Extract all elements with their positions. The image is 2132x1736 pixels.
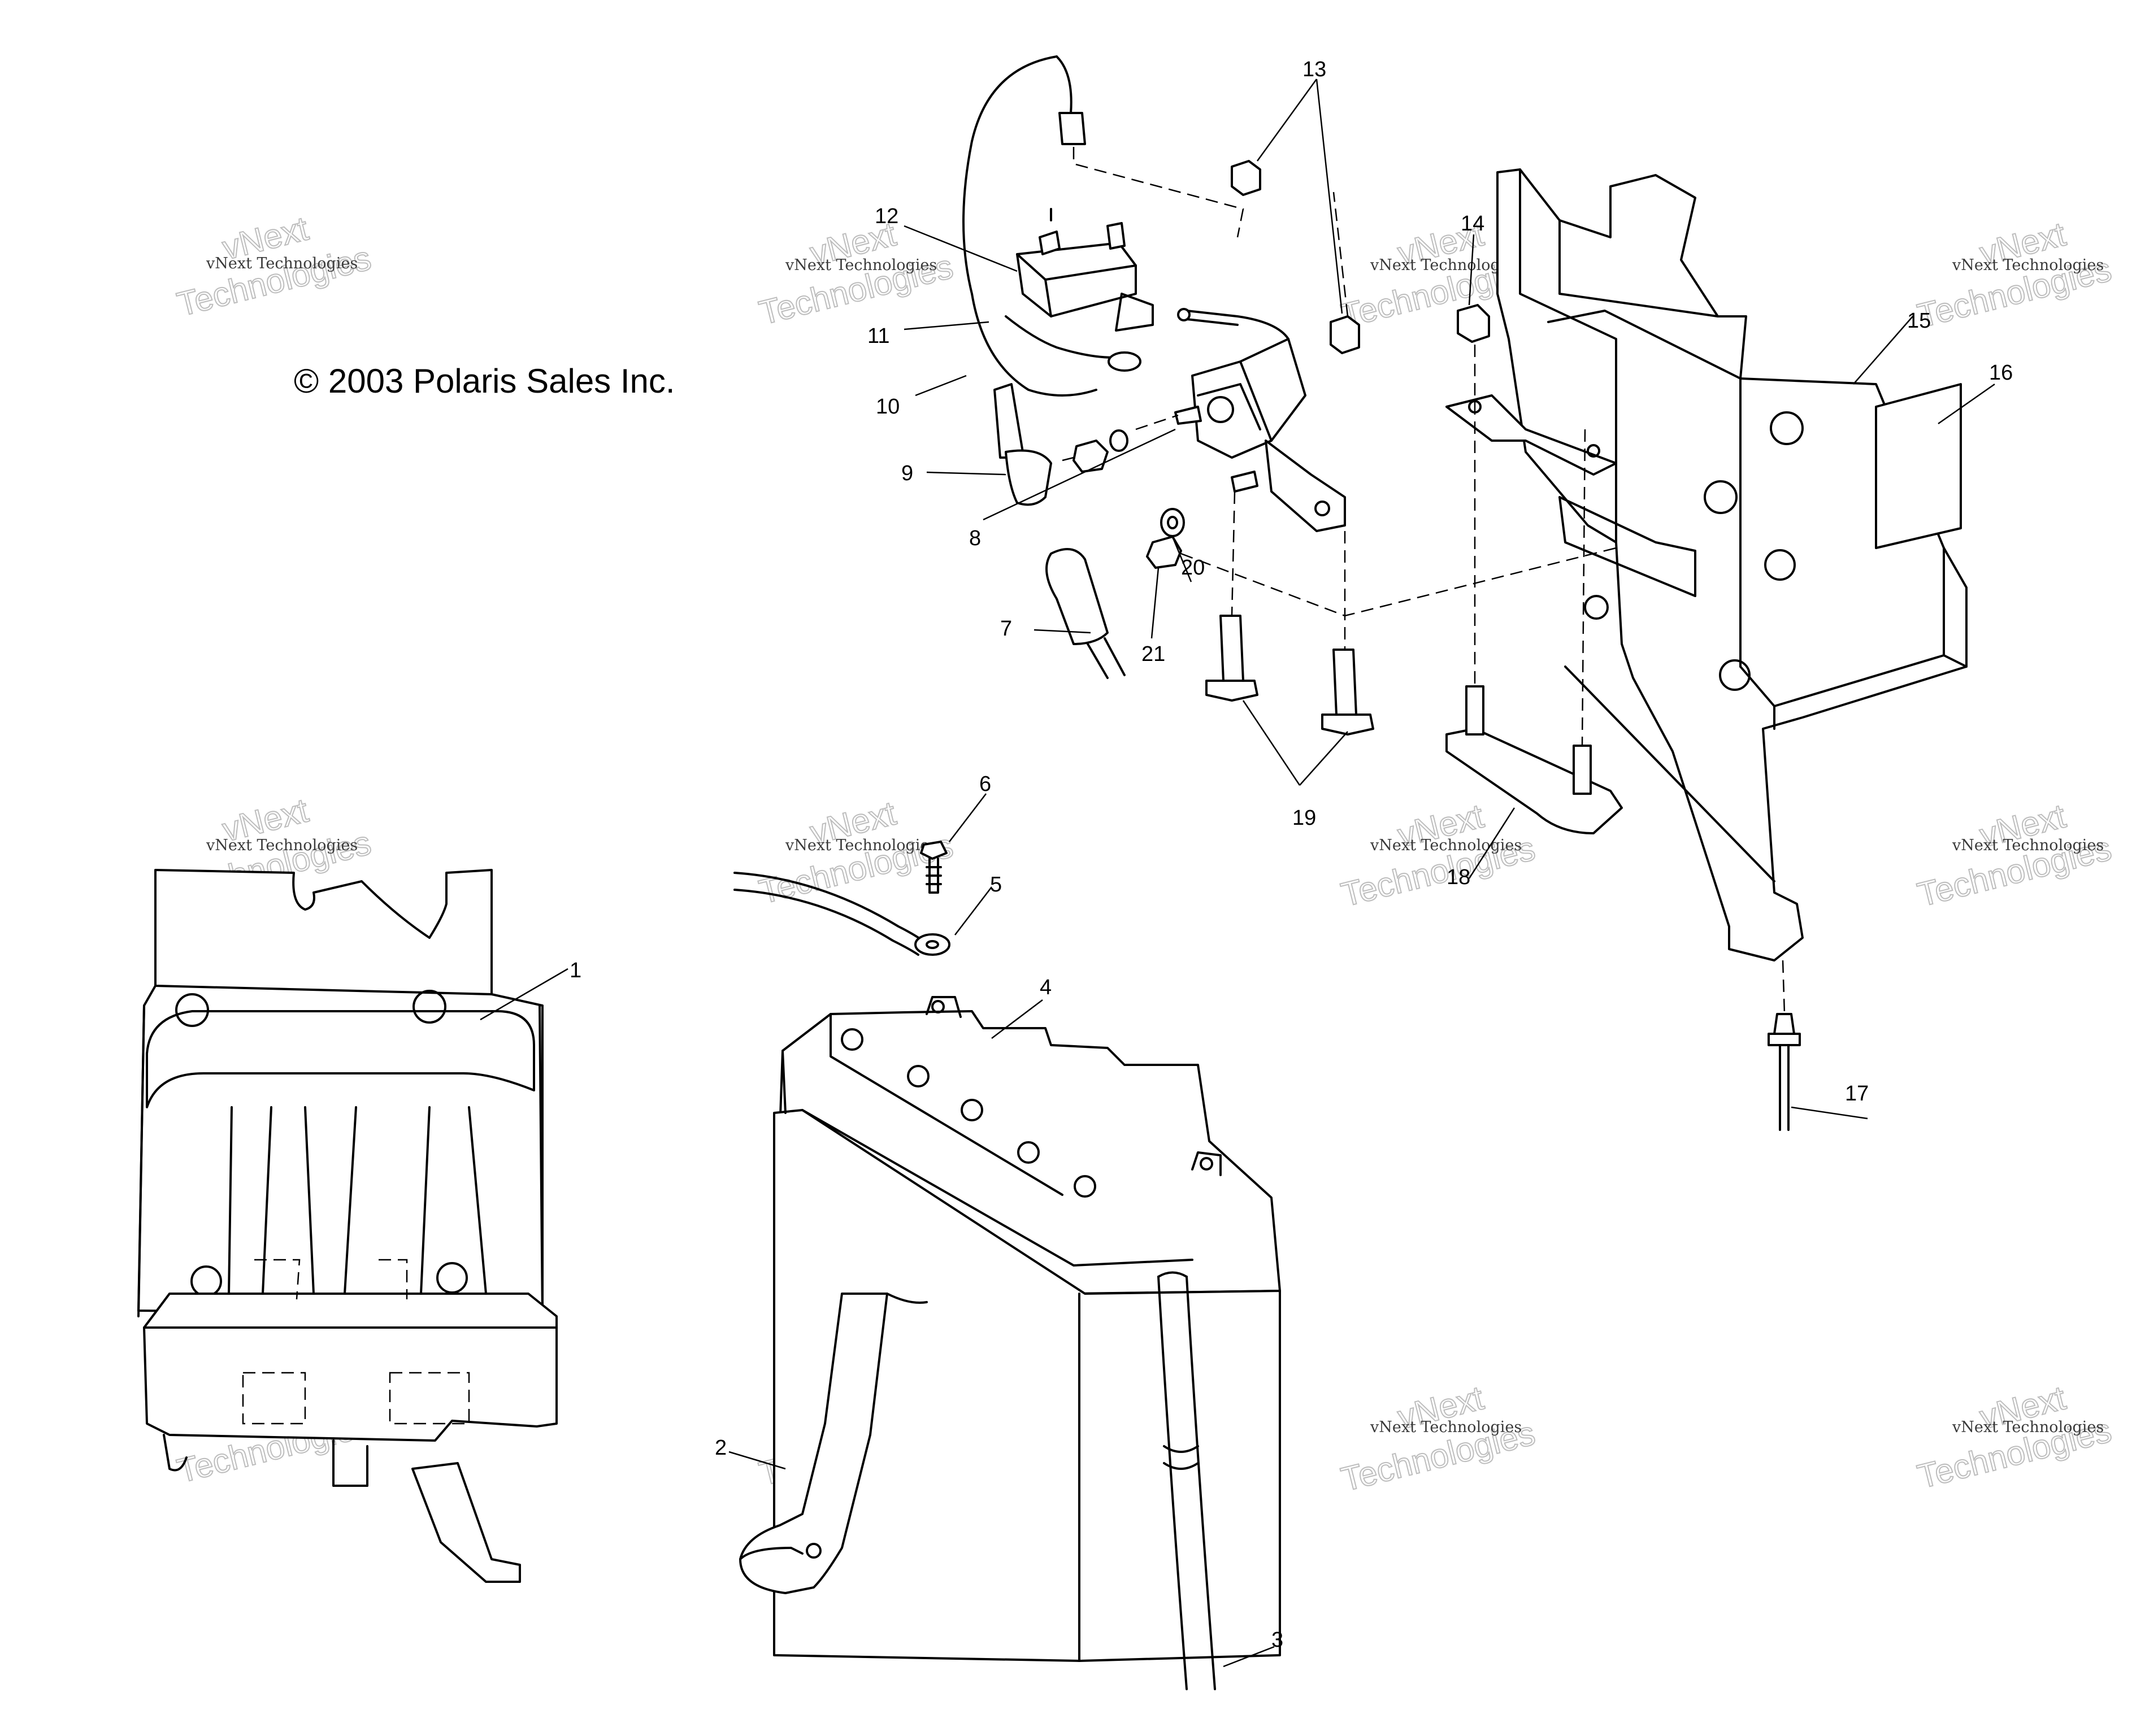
nut-13 xyxy=(1231,160,1360,354)
battery-tray xyxy=(137,869,558,1583)
callout-8: 8 xyxy=(969,527,981,550)
watermark-2: Technologies vNext vNext Technologies xyxy=(755,214,957,332)
callout-5: 5 xyxy=(990,873,1002,897)
solenoid-assembly xyxy=(962,55,1346,679)
callout-3: 3 xyxy=(1271,1628,1283,1652)
callout-20: 20 xyxy=(1181,556,1205,580)
watermark-11: Technologies vNext vNext Technologies xyxy=(1337,1378,1539,1499)
ground-cable xyxy=(733,841,950,956)
callout-19: 19 xyxy=(1292,806,1316,830)
svg-text:vNext Technologies: vNext Technologies xyxy=(206,255,358,272)
callout-13: 13 xyxy=(1302,58,1326,81)
assembly-lines xyxy=(1062,147,1786,1015)
svg-text:vNext Technologies: vNext Technologies xyxy=(785,837,937,854)
callout-17: 17 xyxy=(1845,1082,1869,1106)
callout-15: 15 xyxy=(1907,309,1931,333)
callout-2: 2 xyxy=(715,1436,727,1460)
watermark-8: Technologies vNext vNext Technologies xyxy=(1913,796,2116,914)
svg-text:vNext Technologies: vNext Technologies xyxy=(1370,1419,1522,1436)
watermark-4: Technologies vNext vNext Technologies xyxy=(1913,214,2116,335)
svg-text:vNext Technologies: vNext Technologies xyxy=(1952,837,2104,854)
watermark-12: Technologies vNext vNext Technologies xyxy=(1913,1378,2116,1496)
callout-9: 9 xyxy=(901,462,913,485)
callout-14: 14 xyxy=(1461,212,1484,236)
copyright-notice: © 2003 Polaris Sales Inc. xyxy=(294,362,675,400)
svg-text:vNext Technologies: vNext Technologies xyxy=(1370,837,1522,854)
callout-18: 18 xyxy=(1447,865,1470,889)
callout-labels: 1 2 3 4 5 6 7 8 9 10 11 12 13 14 15 16 1… xyxy=(570,58,2013,1652)
battery-strap xyxy=(739,1293,928,1594)
rivet-17 xyxy=(1768,1013,1801,1131)
bolts-19 xyxy=(1205,615,1374,736)
callout-7: 7 xyxy=(1000,617,1012,641)
callout-21: 21 xyxy=(1141,642,1165,666)
watermark-1: Technologies vNext vNext Technologies xyxy=(173,208,375,324)
callout-16: 16 xyxy=(1989,361,2013,385)
plate-18 xyxy=(1445,685,1623,834)
svg-text:vNext Technologies: vNext Technologies xyxy=(1952,1419,2104,1436)
positive-cable xyxy=(1157,1271,1216,1690)
decal-16 xyxy=(1875,383,1962,549)
watermark-7: Technologies vNext vNext Technologies xyxy=(1337,796,1539,914)
leader-lines xyxy=(480,79,1995,1668)
svg-text:vNext Technologies: vNext Technologies xyxy=(206,837,358,854)
callout-10: 10 xyxy=(876,395,900,419)
battery xyxy=(773,996,1281,1662)
callout-12: 12 xyxy=(875,205,898,228)
callout-6: 6 xyxy=(979,772,991,796)
svg-text:vNext Technologies: vNext Technologies xyxy=(785,256,937,274)
mounting-bracket-15 xyxy=(1445,168,1968,961)
svg-text:vNext Technologies: vNext Technologies xyxy=(1952,256,2104,274)
callout-11: 11 xyxy=(867,324,889,348)
callout-4: 4 xyxy=(1040,976,1052,999)
callout-1: 1 xyxy=(570,959,581,982)
